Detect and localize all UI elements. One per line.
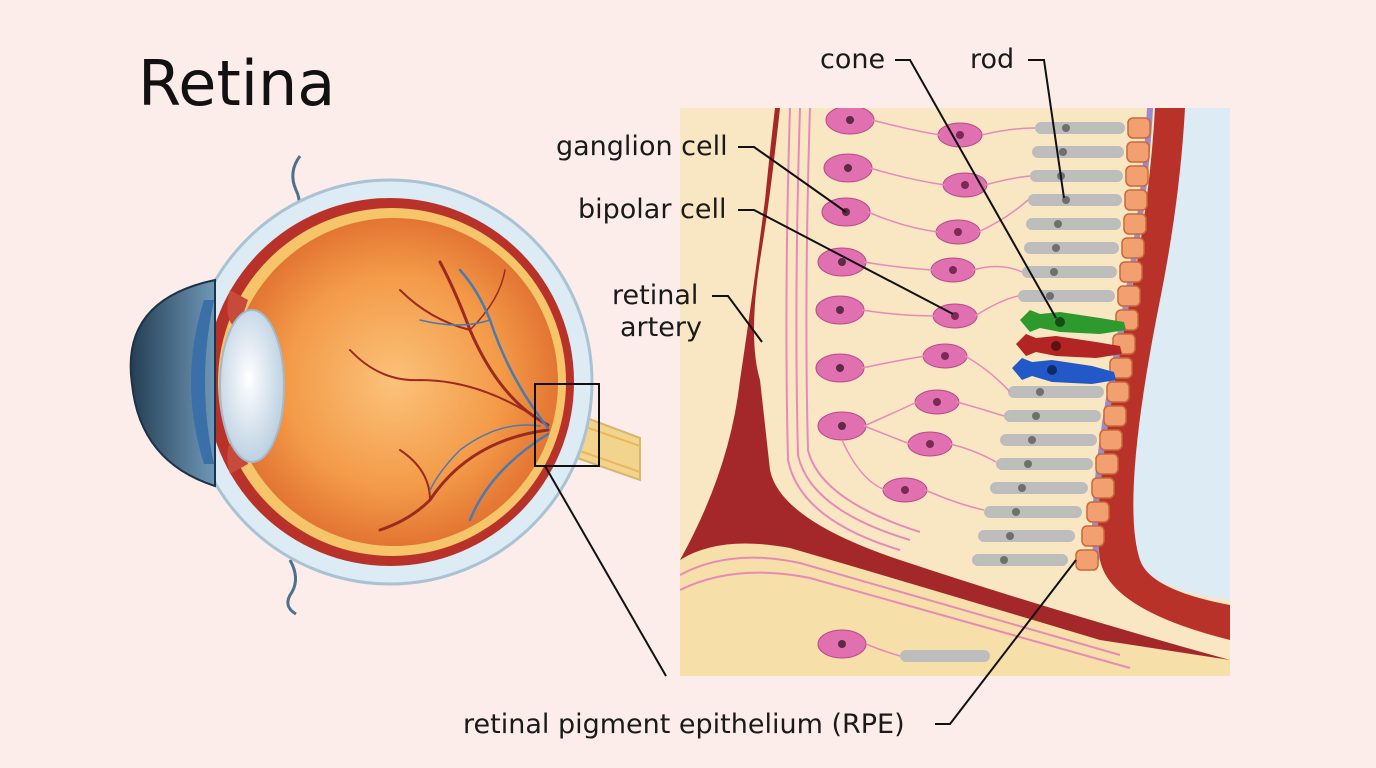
page-title: Retina [138, 47, 335, 120]
leader-bipolar [738, 209, 954, 315]
lens [219, 309, 285, 463]
leader-rpe [935, 559, 1077, 725]
cone-blue [1012, 358, 1116, 384]
leader-artery [712, 295, 763, 343]
label-cone: cone [820, 44, 885, 75]
label-rpe: retinal pigment epithelium (RPE) [463, 709, 905, 740]
rod-cells [900, 122, 1125, 662]
rpe-cells [1075, 117, 1151, 571]
label-retinal-artery-line1: retinal [612, 280, 698, 311]
extraocular-muscle-bottom [286, 559, 297, 616]
bipolar-cells [882, 122, 988, 503]
label-bipolar-cell: bipolar cell [578, 194, 727, 225]
leader-rod [1028, 59, 1065, 199]
leader-zoom [544, 465, 667, 677]
choroid-zoom [1098, 108, 1230, 640]
sclera-zoom [1133, 108, 1230, 676]
leader-ganglion [738, 146, 847, 213]
eyeball [129, 155, 641, 616]
retinal-vessels [349, 260, 550, 532]
label-rod: rod [970, 44, 1014, 75]
dendrites [841, 119, 1036, 657]
leader-lines [544, 59, 1077, 725]
cone-red [1016, 334, 1122, 358]
iris [191, 300, 214, 464]
label-ganglion-cell: ganglion cell [556, 131, 728, 162]
cone-green [1020, 310, 1126, 334]
label-retinal-artery-line2: artery [620, 312, 702, 343]
retinal-artery-zoom [680, 108, 1230, 676]
zoom-region-box [534, 383, 600, 467]
cornea [129, 278, 216, 488]
leader-cone [895, 59, 1057, 319]
retina-cross-section [680, 108, 1230, 676]
vitreous-body [230, 218, 558, 546]
